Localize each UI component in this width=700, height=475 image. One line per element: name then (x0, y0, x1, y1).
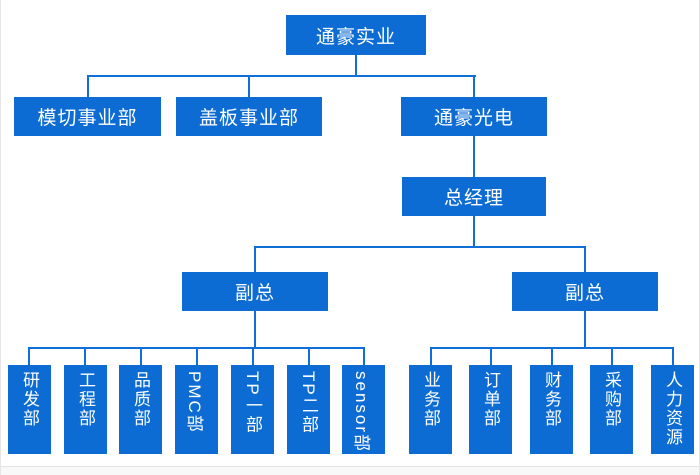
connector-drop-division-1 (87, 75, 89, 97)
org-node-deputy-right: 副总 (512, 272, 658, 311)
org-node-root: 通豪实业 (286, 15, 426, 55)
connector-root-down (355, 55, 357, 76)
org-node-dept-tp2: TP二部 (287, 365, 330, 454)
org-node-dept-quality: 品质部 (119, 365, 162, 454)
connector-drop-left-dept-3 (140, 347, 142, 365)
connector-deputy-left-down (254, 310, 256, 347)
org-node-division-coverplate-label: 盖板事业部 (198, 108, 299, 129)
org-node-general-manager-label: 总经理 (443, 188, 504, 209)
org-node-division-diecut: 模切事业部 (14, 97, 161, 136)
connector-deputies-horizontal (254, 246, 586, 248)
org-node-dept-tp2-label: TP二部 (299, 371, 318, 435)
org-node-dept-tp1: TP一部 (231, 365, 274, 454)
org-node-dept-pmc: PMC部 (175, 365, 218, 454)
org-node-dept-engineering: 工程部 (64, 365, 107, 454)
connector-drop-right-dept-1 (430, 347, 432, 365)
org-node-root-label: 通豪实业 (315, 26, 396, 48)
connector-drop-left-dept-6 (308, 347, 310, 365)
connector-drop-deputy-right (584, 246, 586, 272)
connector-drop-left-dept-1 (28, 347, 30, 365)
org-node-dept-engineering-label: 工程部 (76, 371, 95, 428)
org-node-dept-procurement: 采购部 (590, 365, 633, 454)
connector-drop-division-2 (248, 75, 250, 97)
org-node-deputy-left-label: 副总 (234, 283, 275, 304)
org-node-dept-business-label: 业务部 (421, 371, 440, 428)
org-node-dept-sensor: sensor部 (342, 365, 385, 454)
org-node-dept-orders-label: 订单部 (481, 371, 500, 428)
org-node-dept-business: 业务部 (409, 365, 452, 454)
connector-drop-deputy-left (254, 246, 256, 272)
org-node-dept-procurement-label: 采购部 (602, 371, 621, 428)
connector-drop-right-dept-2 (490, 347, 492, 365)
org-node-division-optoelectronics: 通豪光电 (401, 97, 547, 136)
connector-drop-right-dept-3 (551, 347, 553, 365)
connector-drop-right-dept-5 (672, 347, 674, 365)
connector-drop-right-dept-4 (611, 347, 613, 365)
connector-drop-left-dept-2 (84, 347, 86, 365)
org-node-dept-rnd-label: 研发部 (20, 371, 39, 428)
org-node-dept-orders: 订单部 (469, 365, 512, 454)
org-node-dept-hr-label: 人力资源 (663, 371, 682, 447)
connector-drop-division-3 (473, 75, 475, 97)
org-node-deputy-left: 副总 (182, 272, 328, 311)
page-bottom-edge-area (1, 467, 699, 475)
org-node-general-manager: 总经理 (402, 177, 546, 216)
org-node-division-coverplate: 盖板事业部 (176, 97, 322, 136)
connector-divisions-horizontal (87, 75, 476, 77)
connector-drop-left-dept-4 (196, 347, 198, 365)
connector-gm-down (473, 215, 475, 246)
connector-drop-left-dept-5 (252, 347, 254, 365)
connector-deputy-right-down (584, 310, 586, 347)
org-node-dept-sensor-label: sensor部 (352, 371, 371, 454)
org-node-deputy-right-label: 副总 (564, 283, 605, 304)
org-node-dept-finance-label: 财务部 (542, 371, 561, 428)
org-node-dept-rnd: 研发部 (8, 365, 51, 454)
org-node-dept-finance: 财务部 (530, 365, 573, 454)
org-node-division-diecut-label: 模切事业部 (37, 108, 138, 129)
connector-drop-left-dept-7 (363, 347, 365, 365)
org-node-dept-hr: 人力资源 (651, 365, 694, 454)
org-node-dept-quality-label: 品质部 (131, 371, 150, 428)
page-bottom-edge-line (1, 466, 699, 467)
connector-division-to-gm (473, 136, 475, 177)
org-node-dept-tp1-label: TP一部 (243, 371, 262, 435)
org-node-division-optoelectronics-label: 通豪光电 (433, 108, 514, 129)
org-node-dept-pmc-label: PMC部 (185, 371, 204, 434)
